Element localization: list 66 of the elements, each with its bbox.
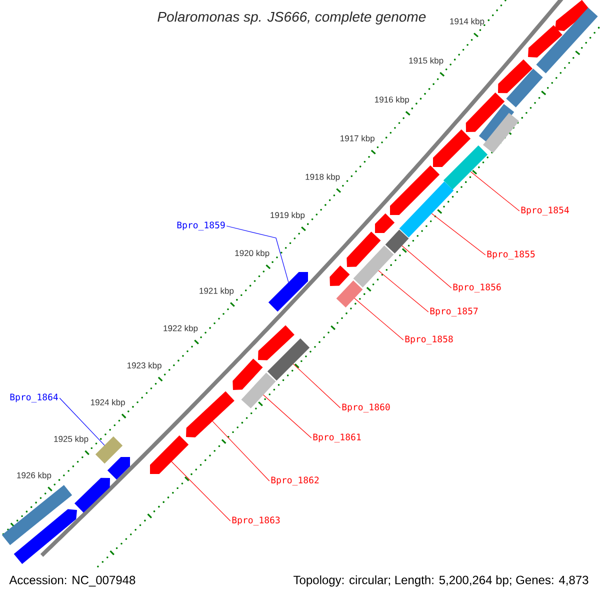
footer-text: Topology: circular; Length: 5,200,264 bp; Genes: 4,873	[294, 575, 588, 587]
gene-label: Bpro_1861	[313, 434, 361, 442]
gene-block	[385, 230, 409, 254]
gene-pointer-block	[74, 478, 110, 513]
tick-label: 1918 kbp	[306, 174, 340, 182]
leader-line	[378, 270, 429, 312]
leader-line	[470, 171, 520, 212]
gene-pointer-block	[107, 457, 130, 480]
gene-block	[482, 112, 520, 154]
gene-pointer-block	[433, 129, 471, 167]
gene-pointer-block	[375, 213, 395, 233]
leader-line	[402, 245, 452, 288]
tick-label: 1922 kbp	[164, 325, 198, 333]
gene-label: Bpro_1855	[487, 250, 535, 260]
leader-line	[263, 394, 312, 438]
tick-label: 1923 kbp	[127, 362, 162, 370]
gene-pointer-block	[14, 509, 77, 564]
gene-pointer-block	[528, 25, 562, 58]
tick-label: 1915 kbp	[409, 57, 444, 66]
tick-label: 1924 kbp	[90, 399, 125, 407]
gene-label: Bpro_1857	[430, 308, 478, 316]
gene-block	[536, 8, 598, 74]
leader-line	[292, 364, 341, 408]
tick-label: 1926 kbp	[17, 472, 52, 480]
gene-pointer-block	[466, 92, 505, 132]
gene-pointer-block	[232, 358, 263, 390]
gene-pointer-block	[258, 325, 294, 360]
tick-label: 1925 kbp	[54, 436, 88, 444]
gene-pointer-block	[150, 435, 189, 474]
gene-pointer-block	[390, 165, 440, 215]
title: Polaromonas sp. JS666, complete genome	[158, 11, 426, 25]
gene-block	[95, 436, 123, 464]
leader-line	[212, 420, 270, 482]
gene-label: Bpro_1864	[10, 394, 58, 402]
tick-label: 1920 kbp	[235, 250, 270, 258]
leader-line	[354, 298, 404, 340]
gene-pointer-block	[330, 266, 350, 286]
gene-pointer-block	[268, 272, 308, 312]
gene-label: Bpro_1863	[232, 516, 280, 526]
gene-block	[506, 68, 543, 108]
gene-block	[267, 338, 310, 381]
gene-pointer-block	[555, 0, 590, 31]
leader-line	[431, 213, 486, 256]
gene-pointer-block	[346, 232, 381, 267]
gene-label: Bpro_1858	[405, 336, 453, 344]
gene-pointer-block	[186, 391, 234, 438]
gene-label: Bpro_1854	[521, 206, 569, 216]
footer-text: Accession: NC_007948	[9, 575, 136, 587]
gene-block	[241, 372, 276, 408]
leader-line	[171, 461, 231, 522]
gene-label: Bpro_1856	[453, 284, 501, 292]
tick-label: 1919 kbp	[270, 212, 305, 220]
gene-label: Bpro_1859	[177, 222, 225, 230]
gene-pointer-block	[498, 59, 533, 94]
gene-block	[336, 280, 363, 308]
gene-block	[443, 145, 488, 190]
gene-block	[399, 182, 454, 238]
tick-label: 1917 kbp	[340, 135, 374, 144]
gene-block	[353, 246, 394, 288]
gene-label: Bpro_1862	[271, 476, 319, 486]
tick-label: 1914 kbp	[450, 18, 484, 26]
leader-line	[226, 226, 289, 283]
gene-label: Bpro_1860	[342, 404, 390, 412]
tick-label: 1921 kbp	[200, 288, 234, 296]
tick-label: 1916 kbp	[375, 96, 409, 104]
gene-block	[2, 484, 72, 546]
